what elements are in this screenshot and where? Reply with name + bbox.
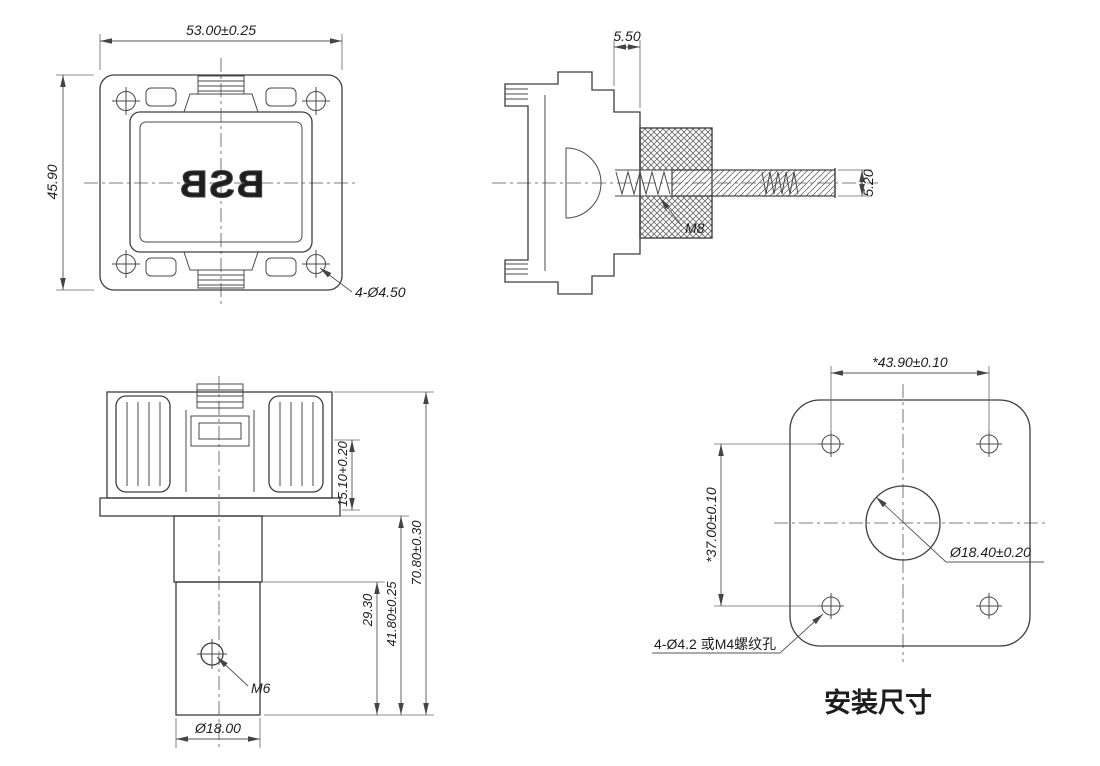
bottom-side-view: 15.10+0.20 29.30 41.80±0.25 70.80±0.30 M…: [99, 376, 434, 750]
front-bottom-latch: [145, 251, 297, 289]
dim-mount-width: *43.90±0.10: [872, 354, 948, 370]
label-m8: M8: [685, 220, 705, 236]
side-stem-upper: [173, 515, 263, 583]
section-thread-leader: M8: [659, 197, 705, 236]
mount-center-hole-leader: Ø18.40±0.20: [875, 496, 1044, 563]
dim-mount-height: *37.00±0.10: [703, 487, 719, 563]
dim-side-70: 70.80±0.30: [409, 520, 424, 586]
front-inner-border: [139, 121, 303, 243]
dim-mount-center-hole: Ø18.40±0.20: [949, 544, 1031, 560]
mount-plate: [789, 399, 1031, 647]
side-extension-lines: [175, 391, 434, 748]
label-m6: M6: [251, 680, 271, 696]
label-mount-holes: 4-Ø4.2 或M4螺纹孔: [654, 636, 776, 652]
mounting-dimensions-view: *43.90±0.10 *37.00±0.10 Ø18.40±0.20 4-Ø4…: [652, 354, 1046, 718]
front-height-dimension: 45.90: [44, 74, 94, 291]
mount-height-dimension: *37.00±0.10: [703, 443, 821, 607]
side-section-view: 5.50 M8 5.20: [492, 28, 878, 295]
section-dome: [565, 147, 602, 219]
front-outer-body: [99, 74, 343, 291]
side-stem-hole: [197, 639, 227, 669]
side-dim-b: 29.30: [360, 582, 380, 715]
section-stud: [671, 168, 836, 198]
front-view: BSB 53.00±0.25 45.90 4-Ø4.50: [44, 22, 406, 306]
mount-center-hole: [865, 485, 941, 561]
side-center-button: [185, 383, 255, 492]
front-top-latch: [145, 75, 297, 113]
front-inner-body: [129, 111, 313, 253]
front-width-dimension: 53.00±0.25: [99, 22, 343, 70]
mount-corner-holes: [818, 431, 1002, 619]
side-thread-leader: M6: [216, 656, 271, 696]
section-internal-thread: [615, 169, 672, 197]
side-left-terminal: [115, 395, 171, 493]
side-stem-lower: [175, 581, 261, 716]
label-front-holes: 4-Ø4.50: [355, 284, 406, 300]
front-hole-leader: 4-Ø4.50: [319, 267, 406, 300]
section-stud-dimension: 5.20: [838, 169, 876, 197]
dim-front-width: 53.00±0.25: [186, 22, 256, 38]
dim-section-flange: 5.50: [613, 28, 640, 44]
side-dim-c: 41.80±0.25: [384, 516, 404, 715]
dim-side-29: 29.30: [360, 593, 375, 627]
dim-section-stud: 5.20: [860, 169, 876, 196]
side-flange: [99, 497, 341, 517]
section-housing: [504, 71, 641, 295]
dim-side-shaft: Ø18.00: [194, 720, 241, 736]
side-dim-a: 15.10+0.20: [335, 440, 355, 510]
mount-caption: 安装尺寸: [824, 688, 932, 718]
section-grip-ribs: [505, 88, 528, 275]
side-right-terminal: [268, 395, 324, 493]
dim-front-height: 45.90: [44, 164, 60, 199]
section-flange-dimension: 5.50: [613, 28, 641, 108]
side-shaft-dimension: Ø18.00: [176, 720, 260, 742]
section-nut-block: [639, 127, 713, 239]
dim-side-41: 41.80±0.25: [384, 581, 399, 647]
mount-corner-holes-leader: 4-Ø4.2 或M4螺纹孔: [652, 613, 824, 654]
front-corner-holes: [112, 87, 330, 278]
logo-text: BSB: [178, 164, 264, 206]
mount-width-dimension: *43.90±0.10: [830, 354, 990, 434]
dim-side-15: 15.10+0.20: [335, 441, 350, 507]
side-dim-d: 70.80±0.30: [409, 392, 429, 715]
